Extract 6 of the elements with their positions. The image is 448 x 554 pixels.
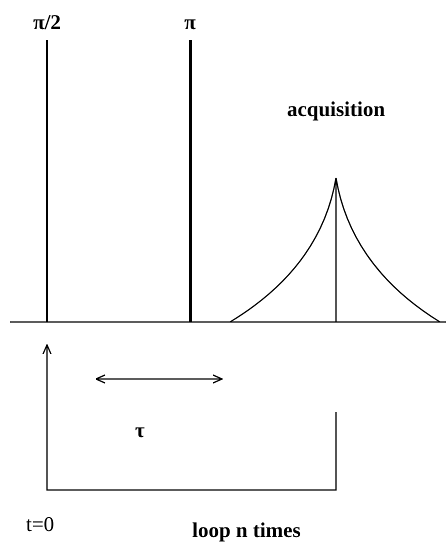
time-zero-label: t=0 — [26, 514, 54, 535]
edge-label: loop n times — [192, 520, 301, 541]
tau-label: τ — [135, 420, 145, 441]
pulse-label: π — [184, 12, 196, 33]
pulse-label: acquisition — [286, 99, 386, 120]
pulse-label: π/2 — [33, 12, 61, 33]
